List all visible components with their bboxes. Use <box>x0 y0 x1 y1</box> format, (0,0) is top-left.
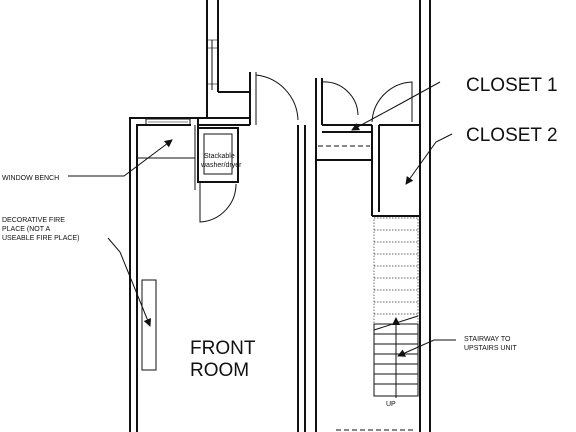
fireplace <box>141 279 157 371</box>
stairway: UP <box>336 217 419 431</box>
stairway-label-line2: UPSTAIRS UNIT <box>464 345 517 352</box>
upper-wall <box>206 0 250 118</box>
window-bench-label: WINDOW BENCH <box>2 175 59 182</box>
fireplace-label-line3: USEABLE FIRE PLACE) <box>2 235 79 242</box>
front-room-label-line2: ROOM <box>190 360 249 381</box>
closet-2-label: CLOSET 2 <box>466 125 558 146</box>
front-room-walls <box>129 117 306 432</box>
washer-dryer <box>203 133 233 175</box>
stackable-label-line1: Stackable <box>204 153 235 160</box>
up-label: UP <box>386 401 396 408</box>
door-upper <box>249 72 299 125</box>
washer-dryer-closet <box>197 127 239 223</box>
closet-1-label: CLOSET 1 <box>466 75 558 96</box>
stairway-label-line1: STAIRWAY TO <box>464 336 511 343</box>
window-bench <box>145 118 191 126</box>
leader-lines <box>68 81 456 357</box>
front-room-label-line1: FRONT <box>190 338 256 359</box>
stackable-label-line2: washer/dryer <box>200 162 242 169</box>
closet-2 <box>315 0 431 432</box>
closet-1 <box>315 78 413 216</box>
fireplace-label-line1: DECORATIVE FIRE <box>2 217 65 224</box>
fireplace-label-line2: PLACE (NOT A <box>2 226 50 233</box>
